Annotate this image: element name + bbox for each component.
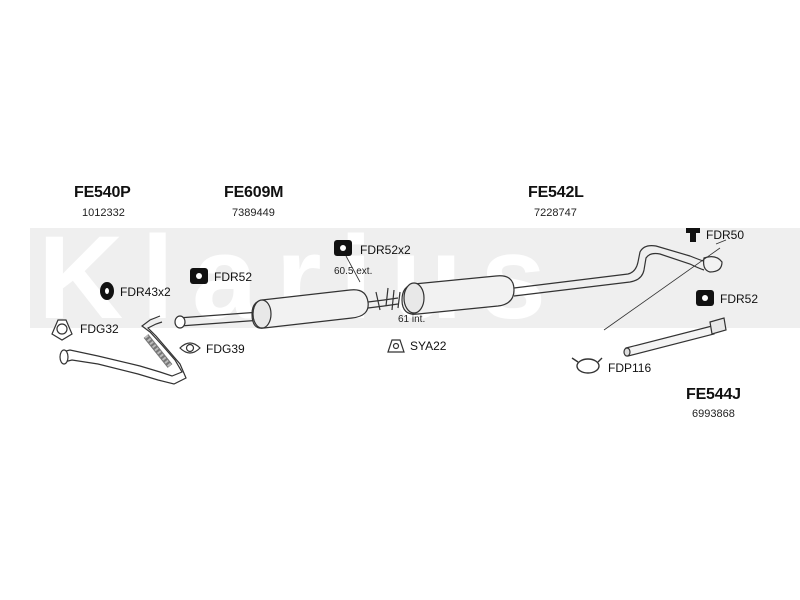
assembly-code-fe540p: FE540P [74,184,131,201]
rear-silencer [383,245,723,315]
label-sya22: SYA22 [410,339,447,353]
rubber-mount-fdr52-right-icon [696,290,714,306]
label-fdr52-left: FDR52 [214,270,253,284]
part-number-fe544j: 6993868 [692,408,735,420]
measurement-external: 60.5 ext. [334,266,373,277]
label-fdr43x2: FDR43x2 [120,285,171,299]
gasket-fdg39-icon [179,342,201,354]
gasket-fdg32-icon [51,319,73,341]
label-fdr50: FDR50 [706,228,745,242]
rubber-mount-fdr50-icon [686,228,700,242]
rubber-mount-fdr43x2-icon [100,282,114,300]
label-fdg32: FDG32 [80,322,119,336]
tail-pipe [603,239,727,357]
watermark-klarius: Klarius [30,212,800,344]
part-number-fe542l: 7228747 [534,207,577,219]
bracket-sya22-icon [387,339,405,353]
part-number-fe540p: 1012332 [82,207,125,219]
assembly-code-fe609m: FE609M [224,184,284,201]
joint-clamps [375,287,401,311]
label-fdr52-right: FDR52 [720,292,759,306]
part-number-fe609m: 7389449 [232,207,275,219]
label-fdr52x2: FDR52x2 [360,243,411,257]
front-pipe [59,315,187,385]
label-fdg39: FDG39 [206,342,245,356]
assembly-code-fe544j: FE544J [686,386,741,403]
rubber-mount-fdr52x2-icon [334,240,361,283]
clamp-fdp116-icon [571,357,603,374]
rubber-mount-fdr52-left-icon [190,268,208,284]
middle-silencer [174,289,385,329]
label-fdp116: FDP116 [608,361,652,375]
measurement-internal: 61 int. [398,314,426,325]
assembly-code-fe542l: FE542L [528,184,584,201]
